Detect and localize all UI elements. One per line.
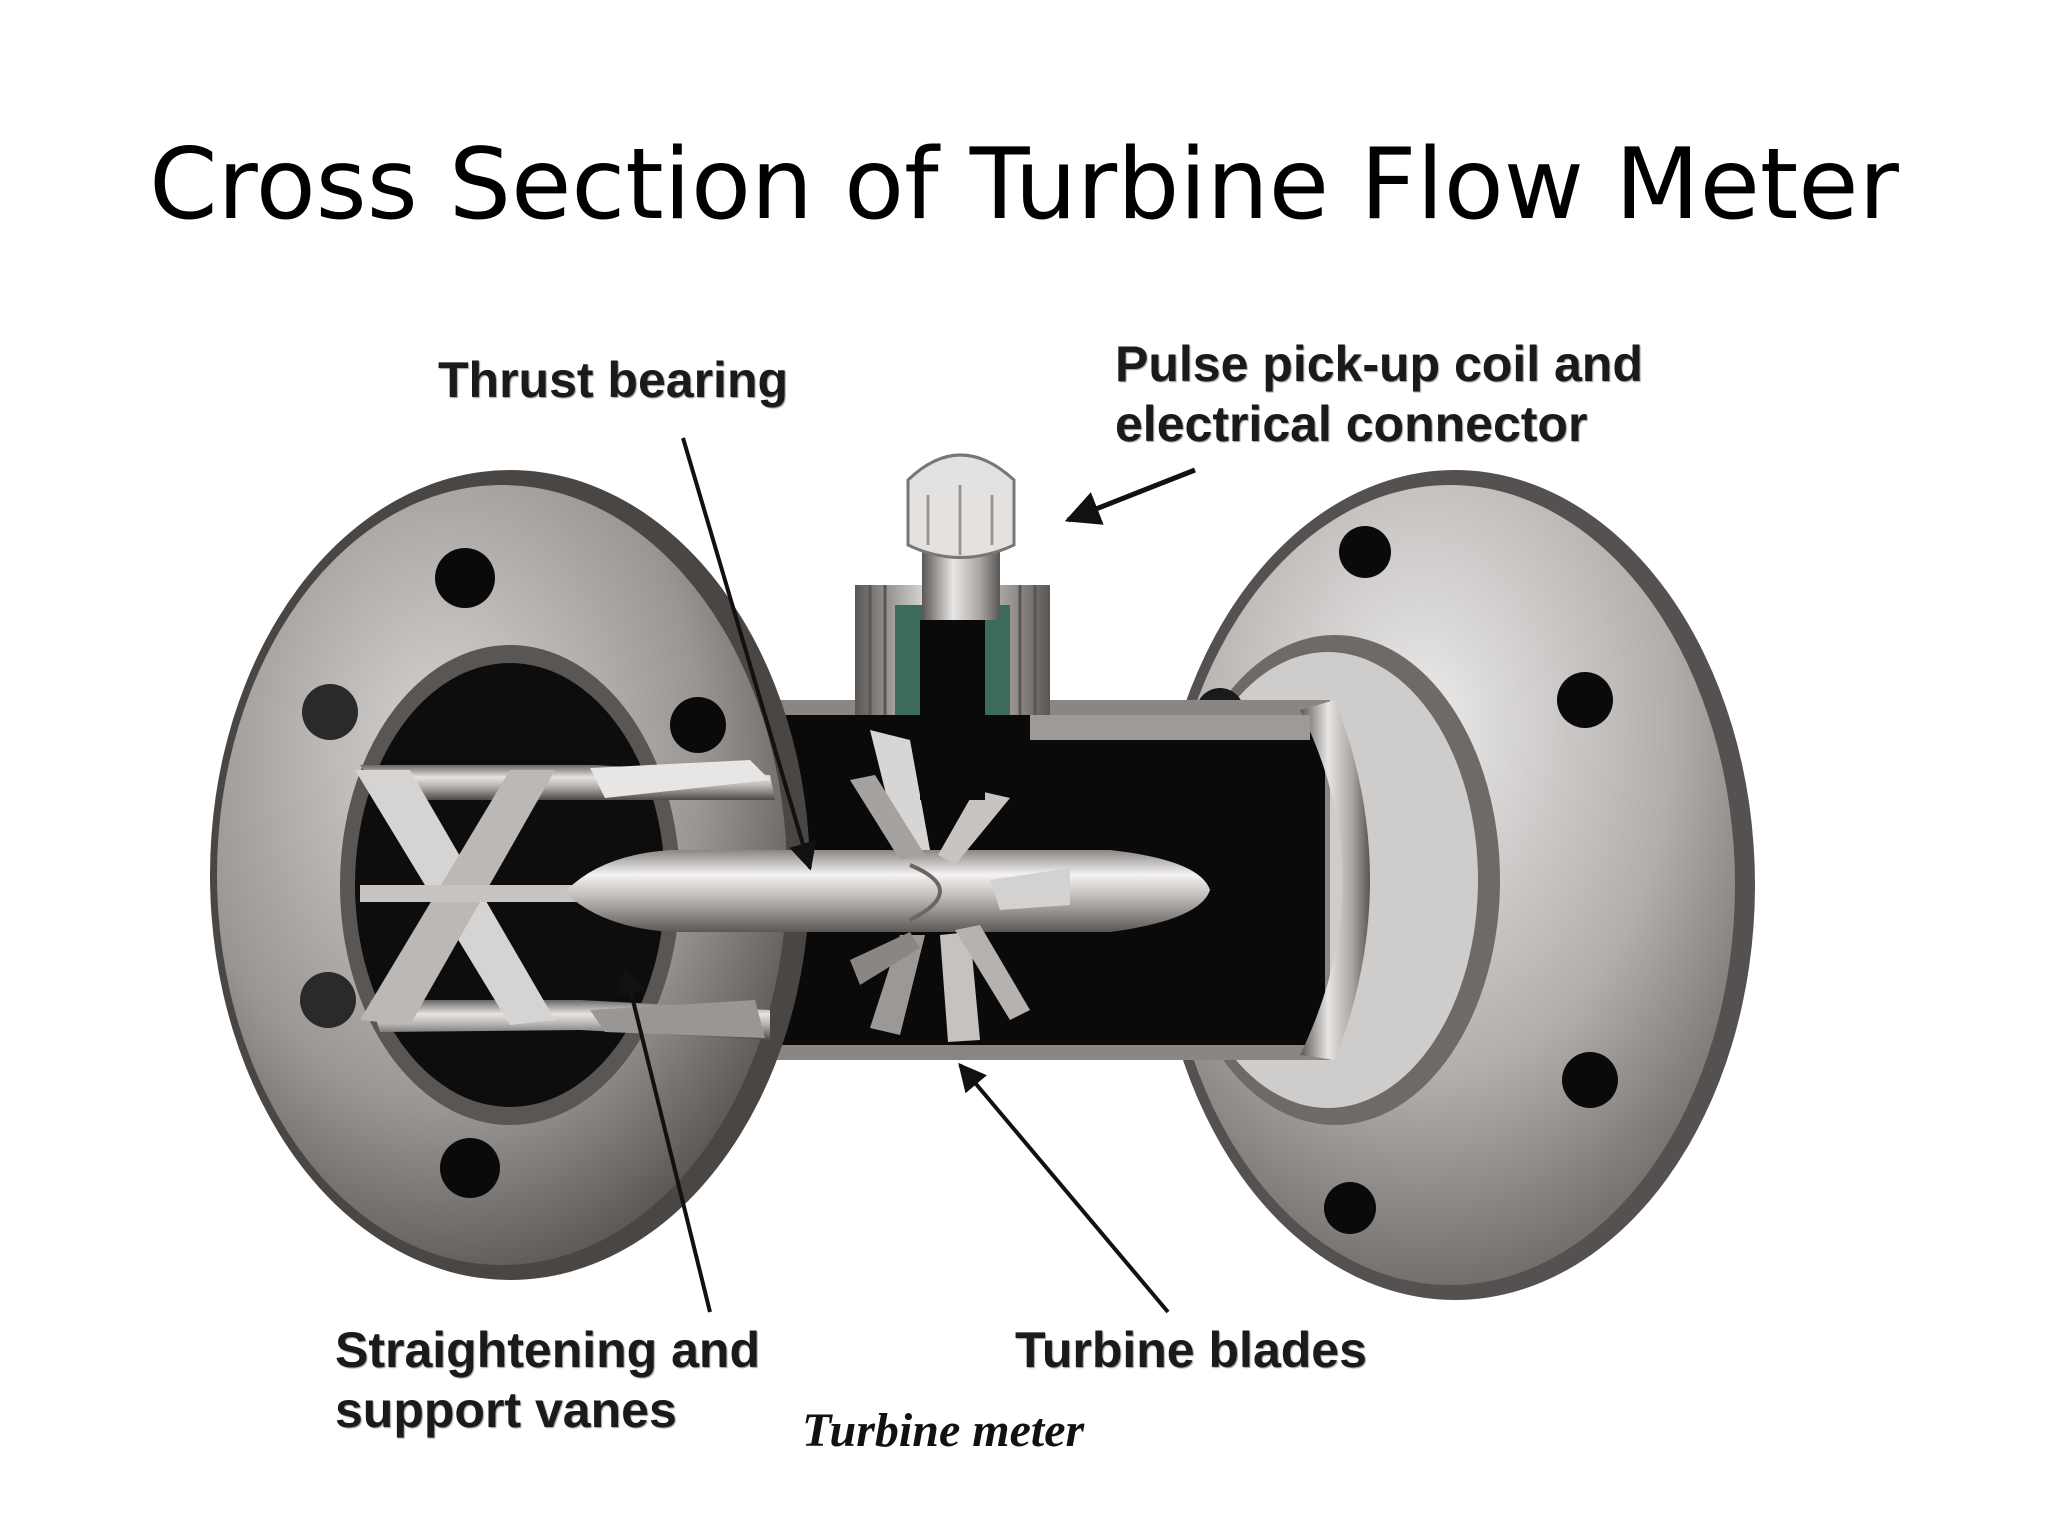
label-straightening-line1: Straightening and (335, 1322, 760, 1378)
bolt-hole (300, 972, 356, 1028)
label-thrust-bearing: Thrust bearing (438, 350, 788, 410)
bolt-hole (1339, 526, 1391, 578)
bolt-hole (435, 548, 495, 608)
label-pulse-coil-line2: electrical connector (1115, 396, 1588, 452)
straightening-vanes (355, 760, 775, 1040)
bolt-hole (302, 684, 358, 740)
thrust-bearing-arrow (681, 437, 817, 871)
pulse-coil-arrow (1064, 467, 1196, 525)
turbine-blades-arrow (958, 1062, 1170, 1314)
turbine-blades (850, 730, 1070, 1042)
turbine-meter-drawing (210, 437, 1755, 1314)
vanes-arrow (617, 965, 712, 1313)
label-straightening-line2: support vanes (335, 1382, 677, 1438)
turbine-meter-illustration: Thrust bearing Pulse pick-up coil and el… (210, 320, 1755, 1520)
bolt-hole (1557, 672, 1613, 728)
slide-title: Cross Section of Turbine Flow Meter (149, 128, 1899, 242)
label-turbine-blades-text: Turbine blades (1015, 1322, 1367, 1378)
bolt-hole (1324, 1182, 1376, 1234)
label-turbine-blades: Turbine blades (1015, 1320, 1367, 1380)
label-pulse-coil: Pulse pick-up coil and electrical connec… (1115, 334, 1643, 454)
rotor-hub (565, 850, 1210, 932)
leader-arrows (617, 437, 1196, 1314)
label-pulse-coil-line1: Pulse pick-up coil and (1115, 336, 1643, 392)
figure-caption: Turbine meter (802, 1404, 1085, 1457)
pickup-coil (855, 453, 1050, 800)
label-thrust-bearing-text: Thrust bearing (438, 352, 789, 408)
bolt-hole (670, 697, 726, 753)
bolt-hole (440, 1138, 500, 1198)
bolt-hole (1562, 1052, 1618, 1108)
label-straightening-vanes: Straightening and support vanes (335, 1320, 760, 1440)
